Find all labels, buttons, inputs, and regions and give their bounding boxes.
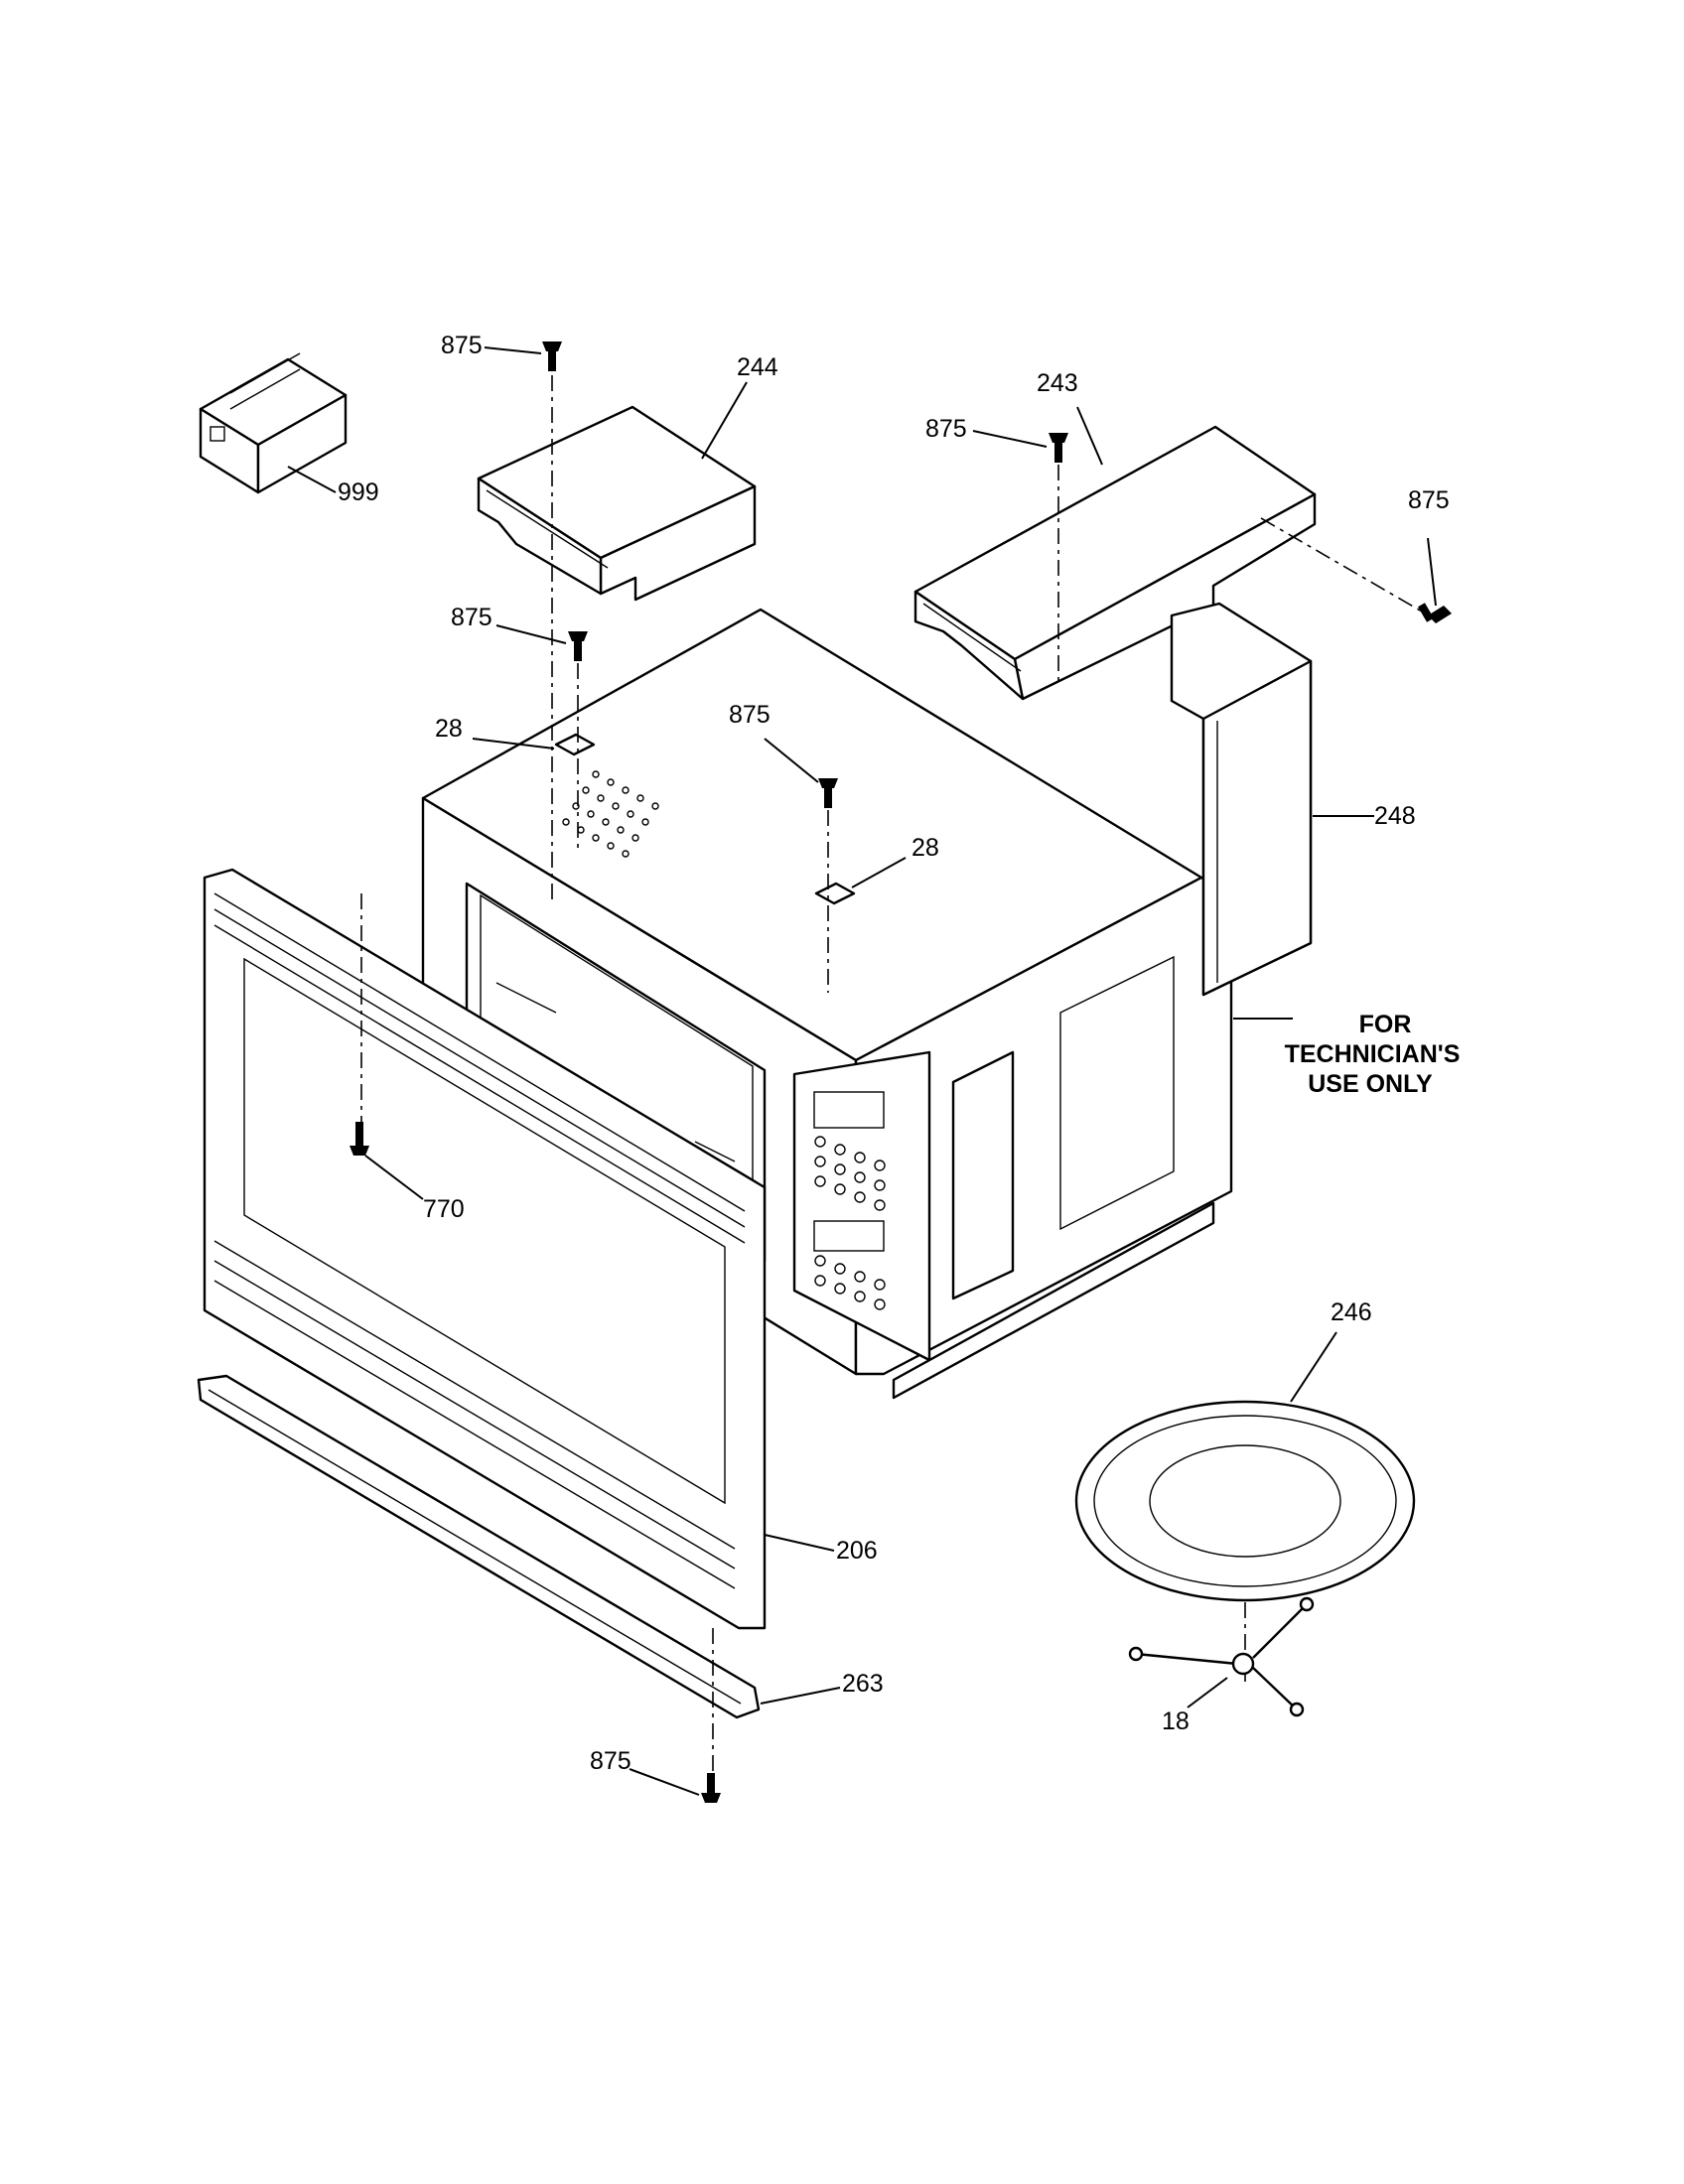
bracket-28-left — [472, 733, 596, 756]
technician-note-line1: FOR — [1359, 1011, 1412, 1038]
screw-770 — [350, 1122, 424, 1200]
label-263: 263 — [842, 1670, 884, 1698]
frame-206 — [203, 868, 835, 1630]
cover-243 — [913, 406, 1317, 701]
label-875-bottom: 875 — [590, 1747, 632, 1775]
cover-244 — [477, 381, 757, 602]
label-875-far-right: 875 — [1408, 486, 1450, 514]
label-999: 999 — [338, 478, 379, 506]
label-18: 18 — [1162, 1707, 1190, 1735]
technician-note-line2: TECHNICIAN'S — [1285, 1040, 1461, 1068]
label-206: 206 — [836, 1537, 878, 1565]
label-246: 246 — [1331, 1298, 1372, 1326]
label-875-top-left: 875 — [441, 332, 483, 359]
parts-box-999 — [199, 352, 348, 494]
label-28-right: 28 — [912, 834, 939, 862]
label-875-center: 875 — [729, 701, 771, 729]
label-244: 244 — [737, 353, 778, 381]
side-panel-248 — [1170, 602, 1374, 997]
label-770: 770 — [423, 1195, 465, 1223]
roller-18 — [1128, 1596, 1315, 1717]
screw-875-bottom — [629, 1768, 721, 1803]
label-248: 248 — [1374, 802, 1416, 830]
screw-875-cover-right — [972, 430, 1068, 685]
keypad-grid — [814, 1136, 886, 1310]
technician-note-line3: USE ONLY — [1308, 1070, 1433, 1098]
screw-875-center — [764, 738, 838, 993]
turntable-246 — [1074, 1331, 1416, 1688]
label-243: 243 — [1037, 369, 1078, 397]
label-875-mid-left: 875 — [451, 604, 492, 631]
screw-875-far-right — [1260, 517, 1452, 623]
label-28-left: 28 — [435, 715, 463, 743]
screw-875-mid-left — [495, 624, 588, 854]
label-875-cover-right: 875 — [925, 415, 967, 443]
bracket-28-right — [814, 857, 907, 905]
bottom-trim-263 — [197, 1374, 841, 1777]
microwave-body — [421, 608, 1233, 1400]
vent-holes — [562, 770, 659, 858]
